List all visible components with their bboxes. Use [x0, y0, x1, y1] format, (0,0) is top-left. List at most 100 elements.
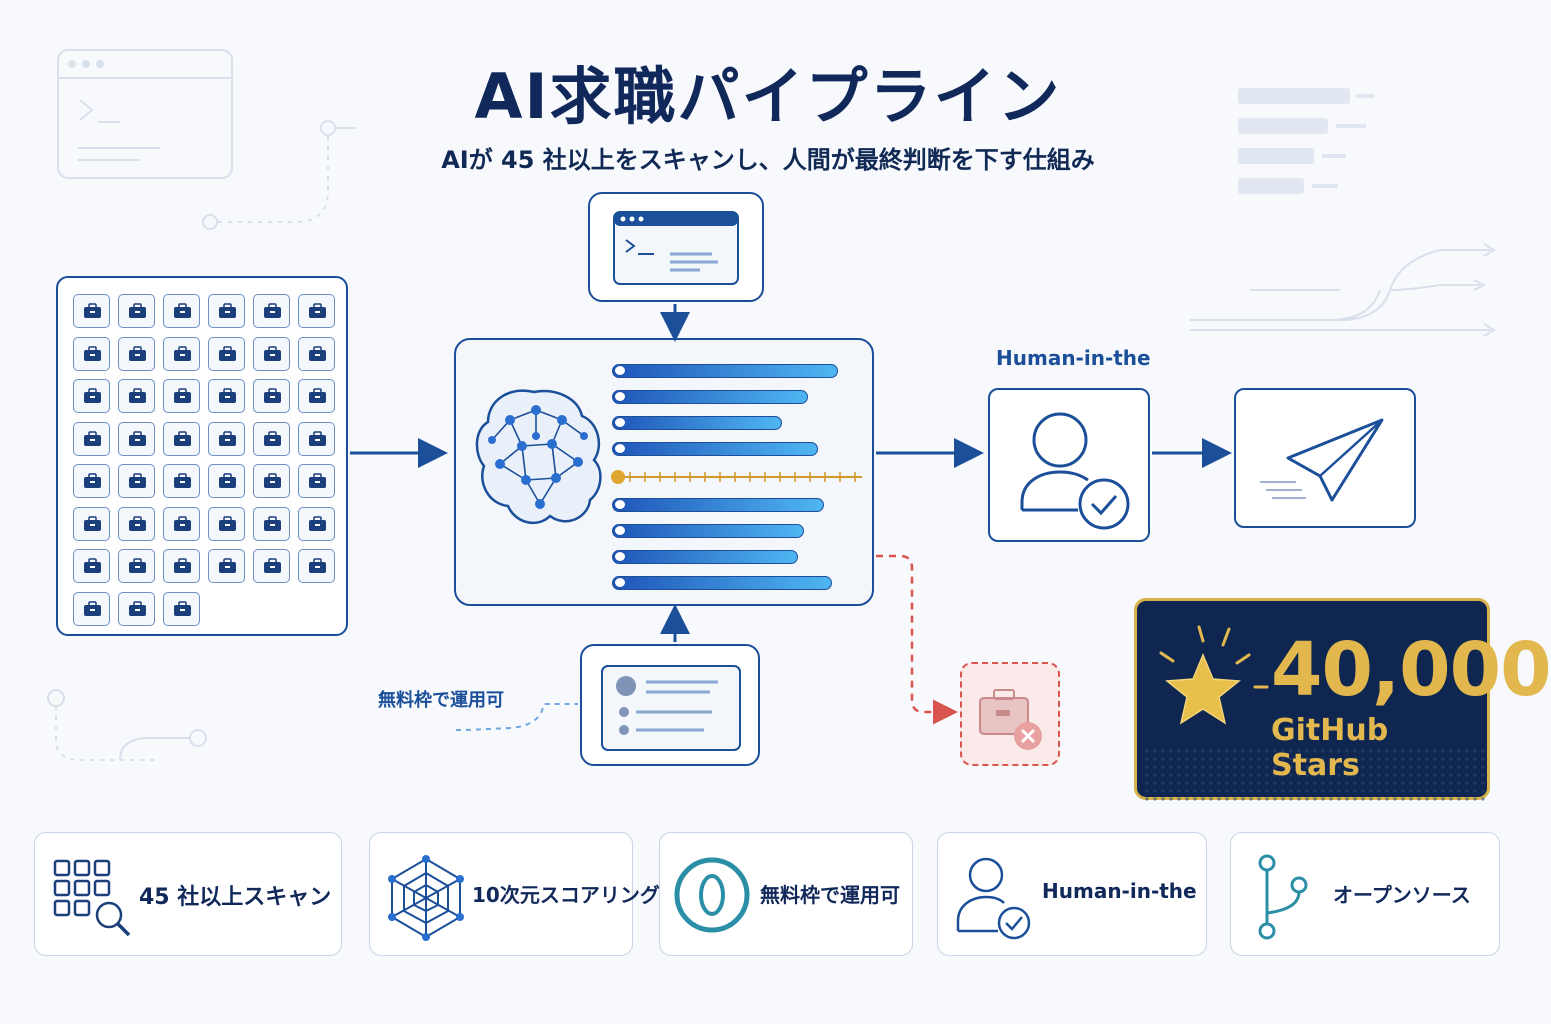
company-tile — [73, 336, 110, 371]
briefcase-icon — [309, 473, 326, 488]
company-tile — [208, 336, 245, 371]
company-tile — [163, 421, 200, 456]
human-review-box — [988, 388, 1150, 542]
brain-network-icon — [475, 389, 602, 525]
company-tile — [73, 464, 110, 498]
briefcase-icon — [174, 388, 191, 403]
github-stars-badge: 40,000 GitHub Stars — [1134, 598, 1551, 801]
profile-window — [580, 644, 760, 766]
briefcase-icon — [84, 473, 101, 488]
briefcase-icon — [129, 558, 146, 573]
company-tile — [253, 506, 290, 541]
company-tile — [163, 336, 200, 371]
briefcase-icon — [309, 515, 326, 531]
briefcase-icon — [84, 345, 101, 361]
briefcase-icon — [264, 515, 281, 531]
user-check-icon — [1020, 412, 1130, 530]
company-tile — [73, 591, 110, 626]
feature-label: 10次元スコアリング — [472, 883, 660, 907]
company-tile — [118, 506, 155, 541]
briefcase-icon — [264, 345, 281, 361]
score-bar — [612, 390, 808, 404]
crawler-window — [588, 192, 764, 302]
company-tile — [73, 294, 110, 328]
company-tile — [118, 591, 155, 626]
briefcase-icon — [84, 515, 101, 531]
company-tile — [73, 421, 110, 456]
company-tile — [253, 464, 290, 498]
feature-label: 45 社以上スキャン — [139, 885, 332, 910]
score-bar — [612, 576, 832, 590]
user-check-icon — [956, 857, 1031, 940]
git-branch-icon — [1258, 854, 1308, 940]
company-tile — [253, 294, 290, 328]
briefcase-icon — [309, 430, 326, 446]
briefcase-icon — [219, 515, 236, 531]
profile-document-icon — [601, 665, 741, 751]
company-tile — [253, 549, 290, 583]
terminal-icon — [613, 211, 739, 285]
briefcase-icon — [129, 515, 146, 531]
github-stars-label: GitHub Stars — [1271, 713, 1389, 783]
briefcase-icon — [309, 558, 326, 573]
company-tile — [208, 549, 245, 583]
rejected-briefcase-icon — [979, 689, 1042, 750]
briefcase-icon — [219, 558, 236, 573]
feature-card-open-source: オープンソース — [1230, 832, 1500, 956]
feature-card-scan: 45 社以上スキャン — [34, 832, 342, 956]
feature-card-human: Human-in-the — [937, 832, 1207, 956]
threshold-line — [611, 470, 862, 484]
briefcase-icon — [84, 303, 101, 318]
company-tile — [298, 549, 335, 583]
company-tile — [118, 379, 155, 413]
briefcase-icon — [129, 345, 146, 361]
company-tile — [298, 379, 335, 413]
briefcase-icon — [174, 558, 191, 573]
page-title: AI求職パイプライン — [474, 60, 1062, 133]
briefcase-icon — [264, 303, 281, 318]
github-stars-count: 40,000 — [1271, 627, 1551, 713]
human-in-the-loop-label: Human-in-the — [996, 346, 1151, 370]
company-tile — [298, 294, 335, 328]
radar-chart-icon — [388, 855, 464, 941]
briefcase-icon — [129, 303, 146, 318]
briefcase-icon — [129, 388, 146, 403]
company-tile — [73, 506, 110, 541]
company-tile — [253, 421, 290, 456]
company-tile — [73, 549, 110, 583]
grid-search-icon — [53, 859, 131, 937]
application-send-box — [1234, 388, 1416, 528]
company-tile — [253, 336, 290, 371]
company-tile — [118, 294, 155, 328]
company-tile — [208, 294, 245, 328]
free-tier-callout: 無料枠で運用可 — [378, 690, 504, 711]
company-tile — [208, 464, 245, 498]
feature-label: オープンソース — [1333, 883, 1471, 907]
briefcase-icon — [84, 430, 101, 446]
briefcase-icon — [219, 303, 236, 318]
company-tile — [118, 464, 155, 498]
score-bar — [612, 364, 838, 378]
score-bar — [612, 498, 824, 512]
briefcase-icon — [84, 600, 101, 616]
briefcase-icon — [264, 473, 281, 488]
company-tile — [298, 506, 335, 541]
briefcase-icon — [84, 558, 101, 573]
briefcase-icon — [264, 388, 281, 403]
briefcase-icon — [219, 430, 236, 446]
company-tile — [163, 379, 200, 413]
briefcase-icon — [129, 600, 146, 616]
company-tile — [118, 336, 155, 371]
company-tile — [163, 591, 200, 626]
company-tile — [208, 506, 245, 541]
briefcase-icon — [219, 473, 236, 488]
company-tile — [118, 421, 155, 456]
feature-label: Human-in-the — [1042, 879, 1197, 903]
company-tile — [163, 549, 200, 583]
briefcase-icon — [309, 388, 326, 403]
zero-coin-icon — [674, 857, 750, 933]
briefcase-icon — [174, 430, 191, 446]
briefcase-icon — [174, 473, 191, 488]
company-tile — [253, 379, 290, 413]
